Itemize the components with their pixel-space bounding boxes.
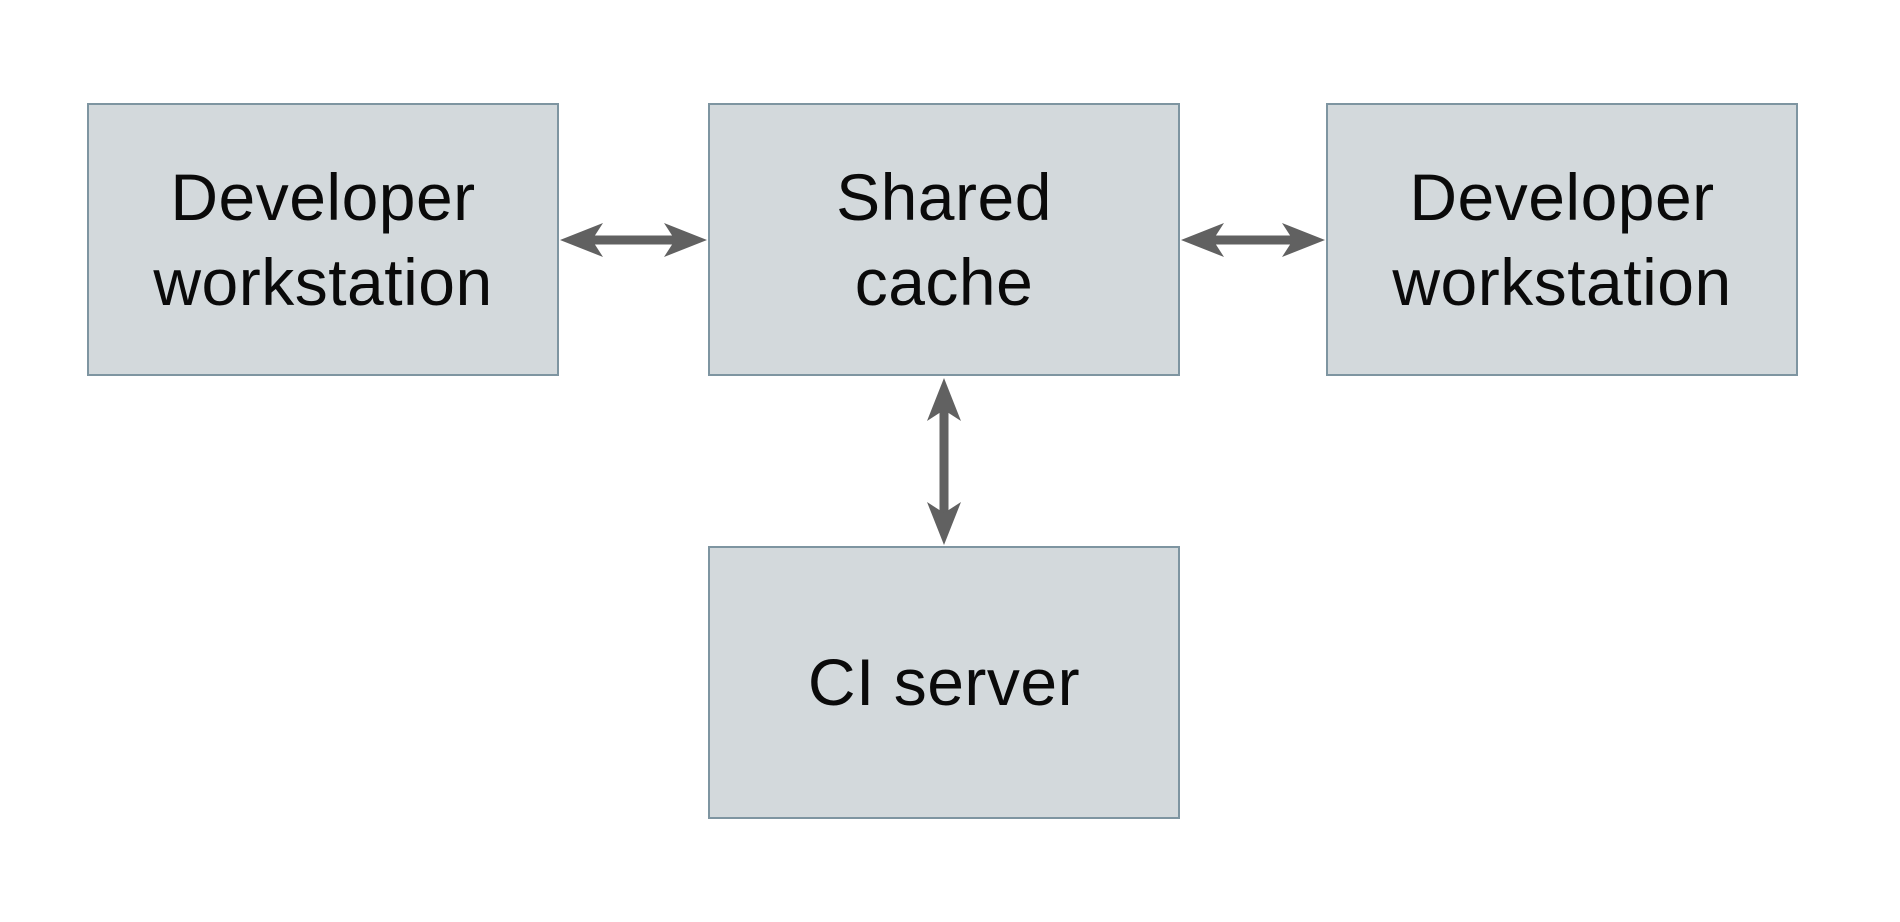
- double-arrow-vertical-icon: [927, 378, 961, 545]
- node-label-line: Developer: [170, 160, 476, 235]
- node-label-line: CI server: [807, 645, 1081, 720]
- node-label-line: workstation: [1392, 244, 1732, 319]
- node-shared-cache: Shared cache: [708, 103, 1180, 376]
- node-label-line: Developer: [1409, 160, 1715, 235]
- node-label-line: cache: [854, 244, 1034, 319]
- double-arrow-horizontal-icon: [1181, 223, 1325, 257]
- double-arrow-horizontal-icon: [560, 223, 707, 257]
- node-developer-workstation-right: Developer workstation: [1326, 103, 1798, 376]
- edge-workstation-left-shared-cache: [559, 216, 708, 264]
- edge-shared-cache-ci-server: [920, 377, 968, 546]
- node-developer-workstation-left: Developer workstation: [87, 103, 559, 376]
- node-label-line: Shared: [836, 160, 1052, 235]
- node-ci-server: CI server: [708, 546, 1180, 819]
- node-label-line: workstation: [153, 244, 493, 319]
- edge-shared-cache-workstation-right: [1180, 216, 1326, 264]
